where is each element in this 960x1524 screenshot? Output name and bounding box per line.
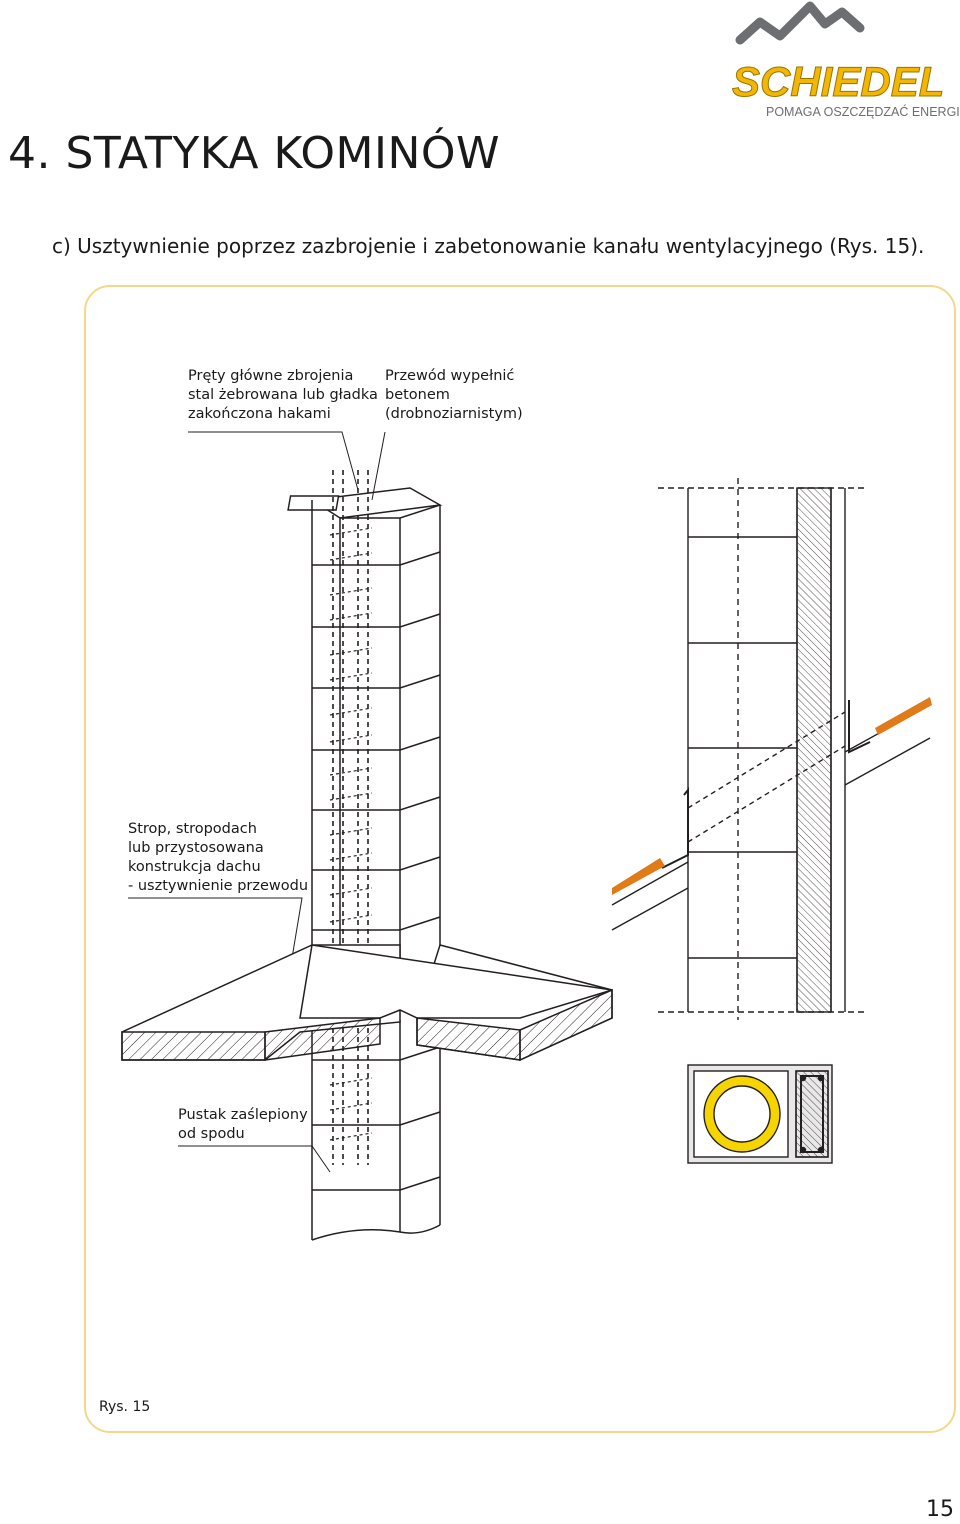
- page-title: 4. STATYKA KOMINÓW: [8, 128, 501, 179]
- label-line: konstrukcja dachu: [128, 859, 261, 875]
- figure-caption: Rys. 15: [99, 1399, 151, 1415]
- cross-section: [687, 1064, 833, 1164]
- roof-mark-icon: [735, 1, 865, 45]
- label-line: Pręty główne zbrojenia: [188, 368, 354, 384]
- label-line: betonem: [385, 387, 450, 403]
- logo-tagline: POMAGA OSZCZĘDZAĆ ENERGIĘ: [766, 104, 960, 119]
- leader-block: [178, 1145, 331, 1173]
- label-main-rods: Pręty główne zbrojenia stal żebrowana lu…: [188, 367, 378, 424]
- leader-slab: [128, 897, 303, 971]
- label-line: - usztywnienie przewodu: [128, 878, 309, 894]
- logo-wordmark: SCHIEDEL: [732, 58, 944, 105]
- figure-frame: [84, 285, 956, 1433]
- schiedel-logo: SCHIEDEL POMAGA OSZCZĘDZAĆ ENERGIĘ: [732, 1, 960, 119]
- roof-section: [611, 478, 932, 1020]
- label-line: lub przystosowana: [128, 840, 264, 856]
- label-line: (drobnoziarnistym): [385, 406, 523, 422]
- leader-rods: [188, 431, 359, 491]
- label-line: Strop, stropodach: [128, 821, 257, 837]
- label-concrete-fill: Przewód wypełnić betonem (drobnoziarnist…: [385, 367, 523, 424]
- floor-slab: [121, 944, 613, 1062]
- roof-tile-left: [612, 858, 665, 895]
- page-number: 15: [926, 1497, 954, 1522]
- label-blocked-block: Pustak zaślepiony od spodu: [178, 1106, 308, 1144]
- label-line: od spodu: [178, 1126, 245, 1142]
- label-line: Pustak zaślepiony: [178, 1107, 308, 1123]
- leader-fill: [371, 431, 386, 501]
- section-subtitle: c) Usztywnienie poprzez zazbrojenie i za…: [52, 234, 925, 258]
- label-floor-slab: Strop, stropodach lub przystosowana kons…: [128, 820, 308, 896]
- roof-tile-right: [875, 697, 932, 735]
- label-line: stal żebrowana lub gładka: [188, 387, 378, 403]
- label-line: Przewód wypełnić: [385, 368, 515, 384]
- label-line: zakończona hakami: [188, 406, 331, 422]
